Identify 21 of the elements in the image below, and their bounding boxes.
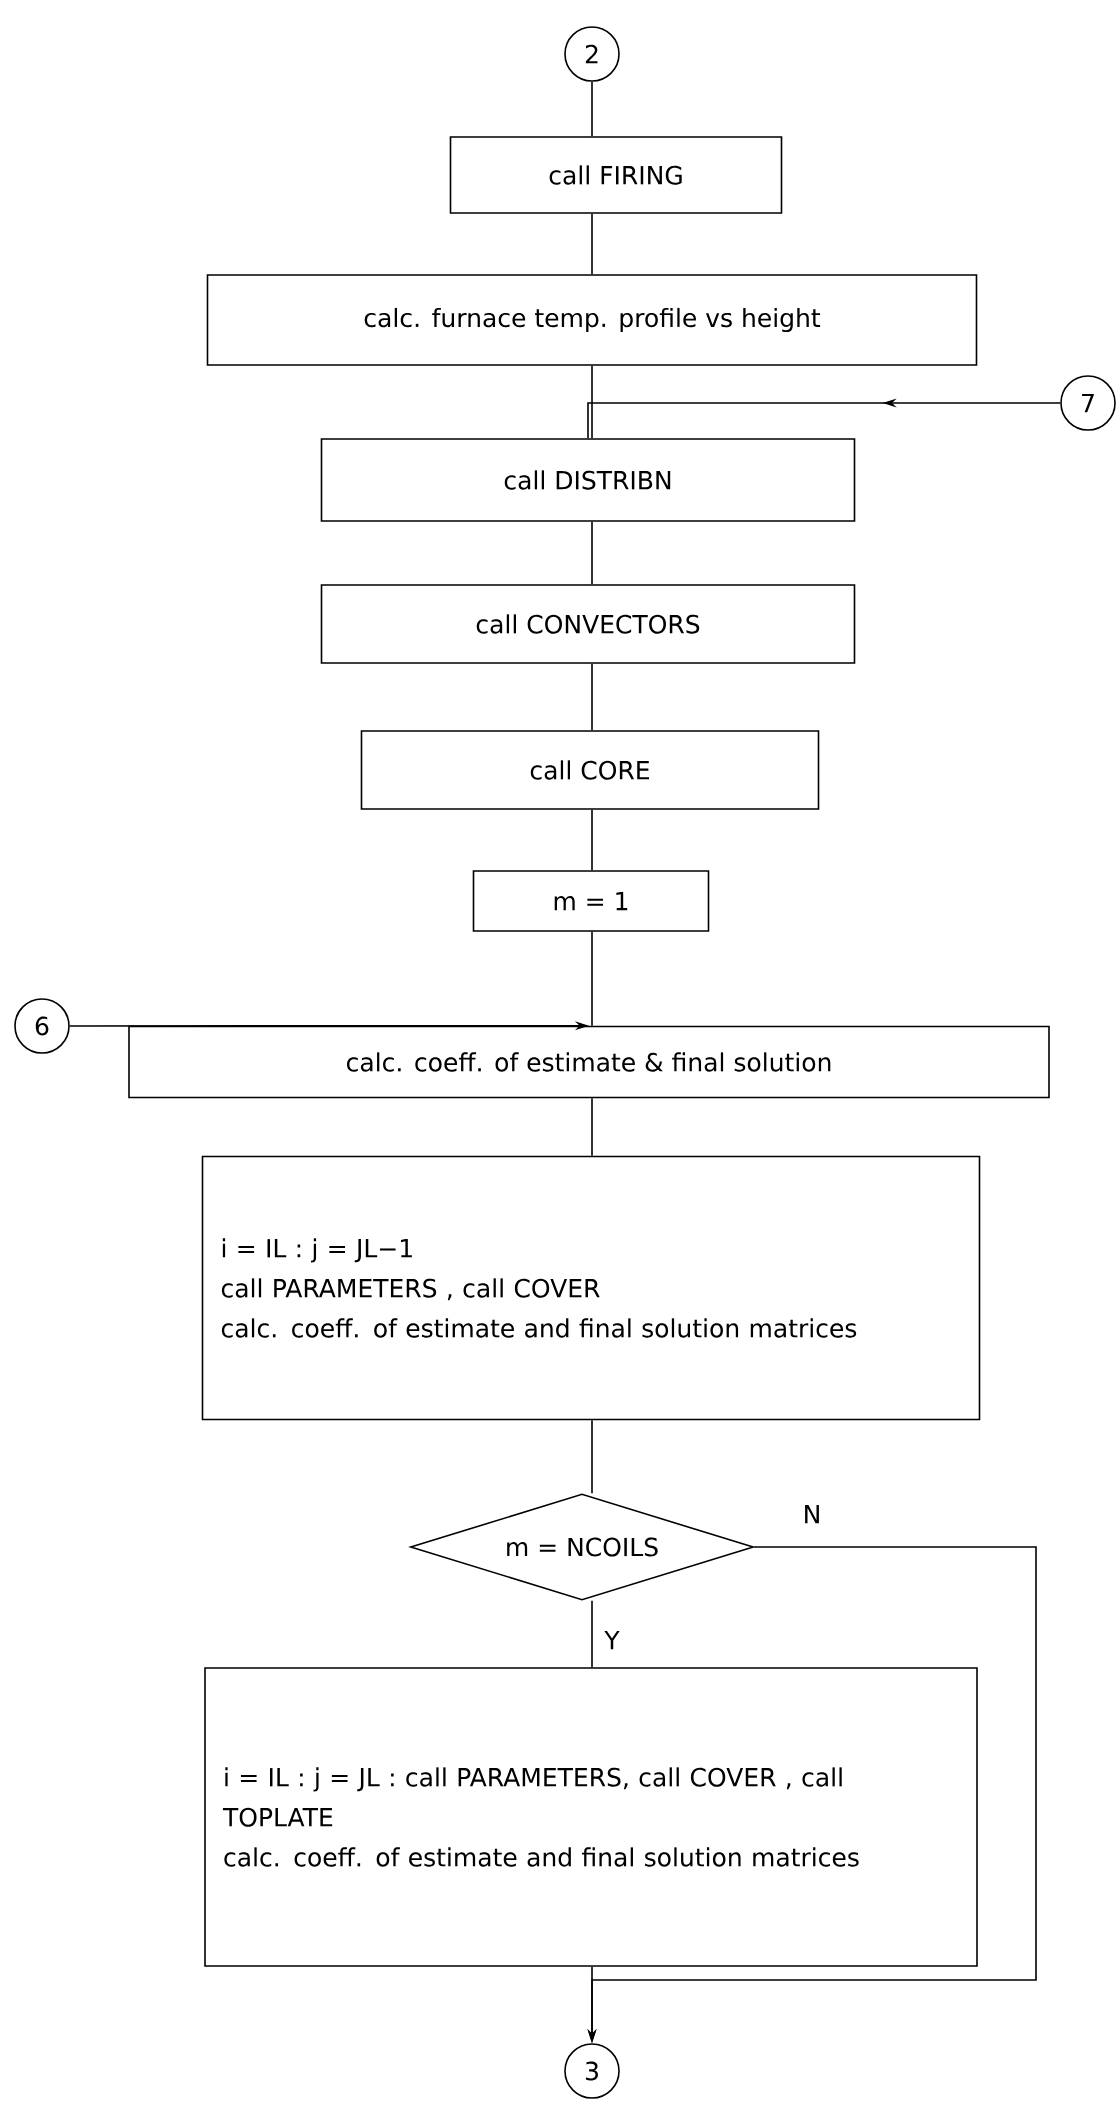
process-box: call CORE xyxy=(360,730,820,810)
process-box: calc. coeff. of estimate & final solution xyxy=(128,1025,1050,1099)
edge-label: N xyxy=(800,1502,824,1526)
connector-line xyxy=(591,1419,593,1494)
connector-line xyxy=(591,931,593,1027)
connector-line xyxy=(591,81,593,137)
process-box: call DISTRIBN xyxy=(320,438,856,522)
process-box: call CONVECTORS xyxy=(320,584,856,664)
connector-line xyxy=(591,521,593,585)
edge-label: Y xyxy=(602,1628,622,1652)
connector-line xyxy=(591,213,593,275)
process-box: m = 1 xyxy=(472,870,710,932)
process-box: i = IL : j = JL−1 call PARAMETERS , call COVER calc. coeff. of estimate and final solution matrices xyxy=(201,1155,981,1421)
connector-line xyxy=(591,663,593,731)
connector-line xyxy=(591,809,593,871)
connector-line xyxy=(591,1600,593,1668)
connector-line xyxy=(591,1097,593,1157)
process-box: call FIRING xyxy=(449,136,783,214)
process-box: calc. furnace temp. profile vs height xyxy=(206,274,978,366)
connector-line xyxy=(591,365,593,440)
process-box: i = IL : j = JL : call PARAMETERS, call COVER , call TOPLATE calc. coeff. of estimate and final solution matrices xyxy=(204,1667,978,1967)
